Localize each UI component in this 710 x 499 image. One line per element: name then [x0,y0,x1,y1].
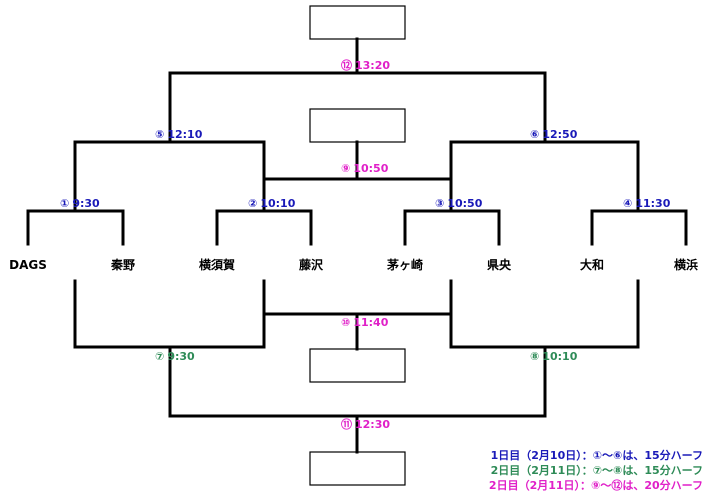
result-box-5th-place [309,348,406,383]
bracket-match-7 [73,279,266,349]
result-box-3rd-place [309,108,406,143]
legend-line-day2-20min: 2日目（2月11日）：⑨～⑫は、20分ハーフ [489,478,703,492]
result-box-7th-place [309,451,406,486]
legend-line-day1: 1日目（2月10日）：①～⑥は、15分ハーフ [491,448,703,462]
legend-line-day2-15min: 2日目（2月11日）：⑦～⑧は、15分ハーフ [491,463,703,477]
bracket-match-3 [403,209,501,246]
bracket-match-2 [215,209,313,246]
team-name: DAGS [9,258,47,272]
bracket-match-8 [449,279,640,349]
team-name: 県央 [487,257,512,272]
result-box-final [309,5,406,40]
team-name: 大和 [580,257,604,272]
bracket-match-4 [590,209,688,246]
team-name: 横須賀 [199,257,235,272]
bracket-match-1 [26,209,125,246]
team-name: 秦野 [110,257,135,272]
team-name: 横浜 [674,257,698,272]
bracket-match-5 [73,140,266,213]
team-name: 藤沢 [298,257,324,272]
team-name: 茅ヶ崎 [387,257,423,272]
